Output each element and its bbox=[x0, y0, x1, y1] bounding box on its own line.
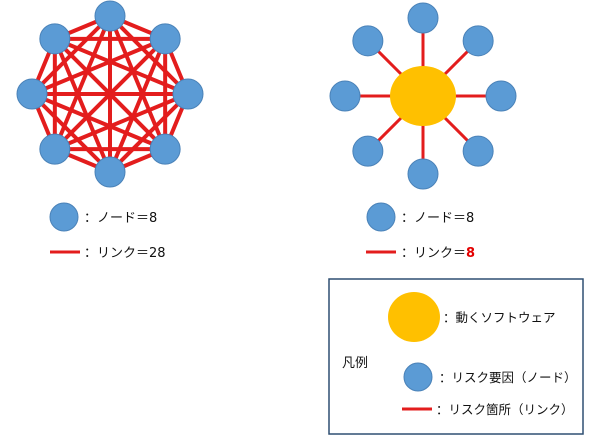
star-node bbox=[407, 158, 439, 190]
star-node bbox=[462, 135, 494, 167]
mesh-link bbox=[52, 36, 168, 152]
star-node bbox=[352, 25, 384, 57]
star-nodes bbox=[329, 2, 517, 190]
right-link-count: ：リンク＝8 bbox=[401, 246, 475, 261]
left-node-count: ：ノード＝8 bbox=[84, 211, 157, 226]
left-node-legend-icon bbox=[49, 202, 79, 232]
left-link-count: ：リンク＝28 bbox=[84, 246, 166, 261]
mesh-node bbox=[149, 133, 181, 165]
right-node-count: ：ノード＝8 bbox=[401, 211, 474, 226]
legend-title: 凡例 bbox=[342, 356, 368, 371]
software-hub bbox=[390, 66, 456, 126]
star-node bbox=[462, 25, 494, 57]
mesh-node bbox=[94, 156, 126, 188]
mesh-link bbox=[30, 92, 112, 174]
star-node bbox=[407, 2, 439, 34]
right-link-count-value: 8 bbox=[466, 246, 475, 261]
right-node-legend-icon bbox=[366, 202, 396, 232]
mesh-node bbox=[16, 78, 48, 110]
mesh-node bbox=[39, 133, 71, 165]
legend-node-icon bbox=[403, 362, 433, 392]
mesh-link bbox=[52, 36, 112, 174]
legend-software-label: ：動くソフトウェア bbox=[443, 310, 556, 325]
star-node bbox=[485, 80, 517, 112]
star-node bbox=[352, 135, 384, 167]
mesh-node bbox=[149, 23, 181, 55]
mesh-node bbox=[39, 23, 71, 55]
legend-node-label: ：リスク要因（ノード） bbox=[439, 370, 577, 385]
star-node bbox=[329, 80, 361, 112]
mesh-node bbox=[94, 0, 126, 32]
mesh-nodes bbox=[16, 0, 204, 188]
legend-software-icon bbox=[388, 292, 440, 342]
legend-box bbox=[328, 278, 584, 435]
right-link-count-prefix: ：リンク＝ bbox=[401, 246, 466, 261]
legend-link-label: ：リスク箇所（リンク） bbox=[436, 402, 574, 417]
mesh-node bbox=[172, 78, 204, 110]
mesh-link bbox=[52, 36, 190, 96]
